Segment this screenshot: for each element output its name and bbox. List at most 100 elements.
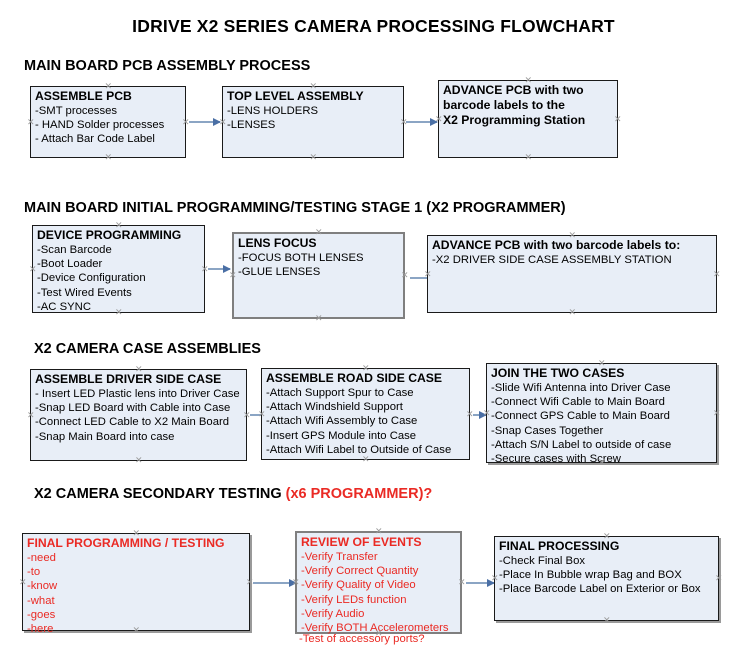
flow-box-line: -Scan Barcode [37, 244, 112, 256]
flow-box-line: -Snap Main Board into case [35, 430, 175, 443]
resize-handle-right[interactable] [243, 412, 250, 419]
flow-box-line: -Place Barcode Label on Exterior or Box [499, 583, 701, 596]
resize-handle-left[interactable] [19, 579, 26, 586]
resize-handle-top[interactable] [315, 229, 322, 236]
resize-handle-bottom[interactable] [315, 315, 322, 322]
flow-box-line: -Place In Bubble wrap Bag and BOX [499, 569, 682, 582]
flow-box-line: -Attach Windshield Support [266, 401, 403, 414]
flow-box-line: -Snap LED Board with Cable into Case [35, 402, 231, 415]
resize-handle-left[interactable] [229, 272, 236, 279]
flow-box-line: -Test Wired Events [37, 286, 132, 299]
connector-arrow-4-1 [253, 578, 297, 587]
flow-box-line: barcode labels to the [443, 98, 565, 112]
flow-box-assemble-driver-side-case[interactable]: ASSEMBLE DRIVER SIDE CASE - Insert LED P… [30, 369, 247, 461]
connector-arrow-1-1 [189, 117, 221, 126]
flow-box-title: ADVANCE PCB with two barcode labels to: [432, 238, 681, 252]
flow-box-join-the-two-cases[interactable]: JOIN THE TWO CASES -Slide Wifi Antenna i… [486, 363, 720, 466]
flow-box-line: -Snap Cases Together [491, 424, 604, 437]
flow-box-top-level-assembly[interactable]: TOP LEVEL ASSEMBLY -LENS HOLDERS -LENSES [222, 86, 404, 158]
flow-box-line: -Attach Support Spur to Case [266, 387, 414, 399]
flow-box-line: -need [27, 552, 56, 564]
resize-handle-bottom[interactable] [310, 154, 317, 161]
flow-box-line: -to [27, 566, 41, 579]
flow-box-title: REVIEW OF EVENTS [301, 535, 422, 549]
flow-box-title: LENS FOCUS [238, 236, 317, 250]
resize-handle-right[interactable] [458, 579, 465, 586]
resize-handle-left[interactable] [29, 266, 36, 273]
flow-box-lens-focus[interactable]: LENS FOCUS -FOCUS BOTH LENSES -GLUE LENS… [232, 232, 405, 319]
resize-handle-bottom[interactable] [603, 617, 610, 624]
section-heading-1-text: MAIN BOARD PCB ASSEMBLY PROCESS [24, 58, 311, 74]
flow-box-line: -Secure cases with Screw [491, 453, 621, 466]
resize-handle-right[interactable] [715, 575, 722, 582]
flow-box-line: -GLUE LENSES [238, 266, 321, 279]
flow-box-line: -FOCUS BOTH LENSES [238, 252, 364, 264]
flow-box-line: -Attach Wifi Assembly to Case [266, 415, 418, 428]
flow-box-title: ASSEMBLE ROAD SIDE CASE [266, 371, 443, 385]
section-heading-2-text: MAIN BOARD INITIAL PROGRAMMING/TESTING S… [24, 200, 566, 216]
flow-box-review-of-events[interactable]: REVIEW OF EVENTS -Verify Transfer -Verif… [295, 531, 462, 634]
resize-handle-right[interactable] [246, 579, 253, 586]
flow-box-title: FINAL PROCESSING [499, 539, 620, 553]
flow-box-advance-pcb-station[interactable]: ADVANCE PCB with two barcode labels to t… [438, 80, 618, 158]
flow-box-line: -Connect Wifi Cable to Main Board [491, 396, 665, 409]
flow-box-line: - Attach Bar Code Label [35, 133, 155, 146]
connector-arrow-1-2 [406, 117, 438, 126]
flow-box-line: -Attach S/N Label to outside of case [491, 438, 672, 451]
flow-box-final-programming-testing[interactable]: FINAL PROGRAMMING / TESTING -need -to -k… [19, 533, 253, 635]
resize-handle-bottom[interactable] [569, 309, 576, 316]
flow-box-title: TOP LEVEL ASSEMBLY [227, 89, 364, 103]
resize-handle-right[interactable] [201, 266, 208, 273]
flow-box-final-processing[interactable]: FINAL PROCESSING -Check Final Box -Place… [494, 536, 719, 621]
flow-box-line: -SMT processes [35, 105, 118, 117]
flow-box-line: -LENS HOLDERS [227, 105, 319, 117]
flow-box-line: -LENSES [227, 119, 276, 132]
resize-handle-bottom[interactable] [105, 154, 112, 161]
resize-handle-right[interactable] [401, 272, 408, 279]
page-title: IDRIVE X2 SERIES CAMERA PROCESSING FLOWC… [132, 16, 615, 36]
connector-arrow-4-2 [466, 578, 495, 587]
flow-box-line: -what [27, 594, 55, 607]
flow-box-line: -Verify Audio [301, 607, 365, 620]
flow-box-line: -Insert GPS Module into Case [266, 429, 417, 442]
flow-box-title: FINAL PROGRAMMING / TESTING [27, 536, 225, 550]
section-heading-2: MAIN BOARD INITIAL PROGRAMMING/TESTING S… [24, 200, 566, 216]
resize-handle-top[interactable] [375, 528, 382, 535]
resize-handle-right[interactable] [713, 271, 720, 278]
flow-box-advance-pcb-driver-side[interactable]: ADVANCE PCB with two barcode labels to: … [427, 235, 717, 313]
flow-box-line: - HAND Solder processes [35, 119, 165, 132]
resize-handle-right[interactable] [614, 116, 621, 123]
resize-handle-right[interactable] [466, 411, 473, 418]
flow-box-line: - Insert LED Plastic lens into Driver Ca… [35, 388, 240, 400]
resize-handle-left[interactable] [27, 119, 34, 126]
flow-box-line: -AC SYNC [37, 300, 91, 313]
flow-box-assemble-road-side-case[interactable]: ASSEMBLE ROAD SIDE CASE -Attach Support … [261, 368, 470, 460]
flow-box-line: -Verify LEDs function [301, 593, 407, 606]
flow-box-title: ADVANCE PCB with two [443, 83, 584, 97]
connector-arrow-3-2 [473, 410, 487, 419]
resize-handle-right[interactable] [182, 119, 189, 126]
flow-box-line: -Check Final Box [499, 555, 586, 567]
flow-box-line: -Slide Wifi Antenna into Driver Case [491, 382, 671, 394]
resize-handle-left[interactable] [27, 412, 34, 419]
resize-handle-bottom[interactable] [525, 154, 532, 161]
section-heading-4-accent: (x6 PROGRAMMER)? [285, 486, 433, 502]
flow-box-line: -Connect GPS Cable to Main Board [491, 410, 670, 423]
resize-handle-bottom[interactable] [135, 457, 142, 464]
flow-box-title: DEVICE PROGRAMMING [37, 228, 182, 242]
flow-box-title: ASSEMBLE DRIVER SIDE CASE [35, 372, 222, 386]
section-heading-3-text: X2 CAMERA CASE ASSEMBLIES [34, 341, 261, 357]
resize-handle-right[interactable] [713, 410, 720, 417]
flow-box-assemble-pcb[interactable]: ASSEMBLE PCB -SMT processes - HAND Solde… [30, 86, 186, 158]
flow-box-line: -Verify Transfer [301, 551, 378, 563]
flow-box-device-programming[interactable]: DEVICE PROGRAMMING -Scan Barcode -Boot L… [32, 225, 205, 313]
flow-box-title: ASSEMBLE PCB [35, 89, 132, 103]
resize-handle-bottom[interactable] [362, 456, 369, 463]
flow-box-line: -Connect LED Cable to X2 Main Board [35, 416, 230, 429]
flow-box-line: -Attach Wifi Label to Outside of Case [266, 443, 452, 456]
flow-box-line: -Verify Quality of Video [301, 579, 416, 592]
flow-box-overflow-line: -Test of accessory ports? [299, 633, 425, 645]
section-heading-1: MAIN BOARD PCB ASSEMBLY PROCESS [24, 58, 310, 74]
connector-arrow-2-1 [208, 264, 231, 273]
